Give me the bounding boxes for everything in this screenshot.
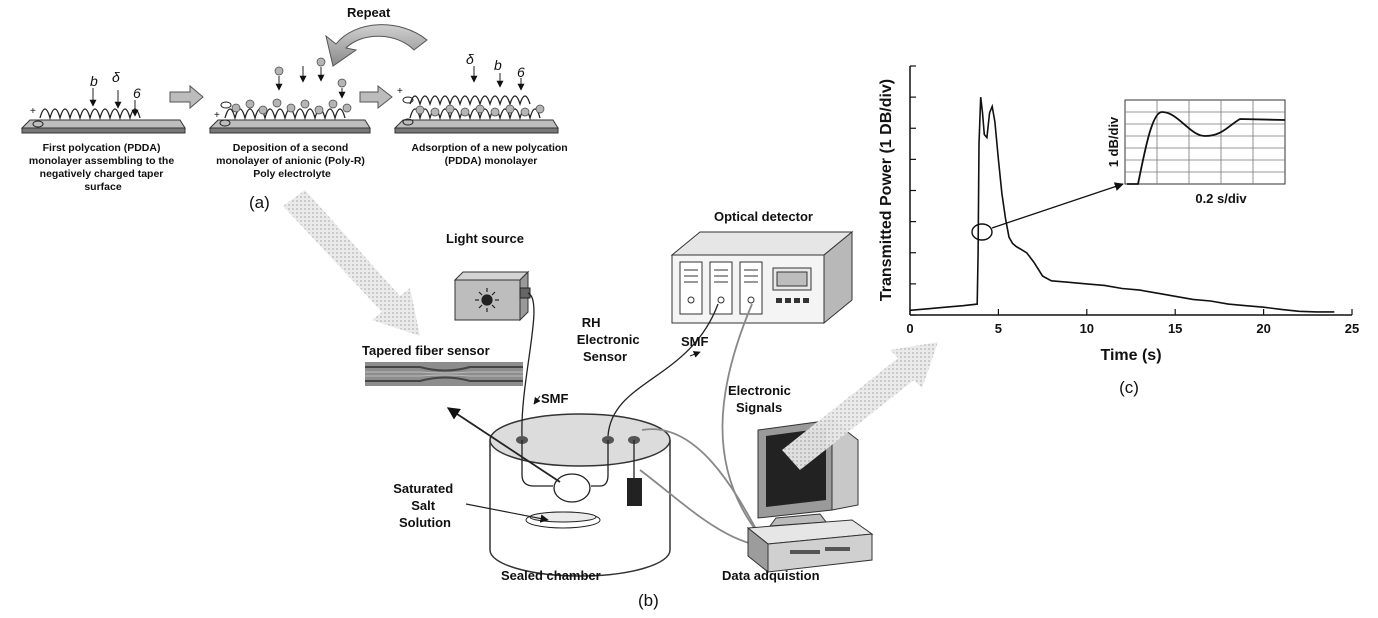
tapered-fiber-label: Tapered fiber sensor	[362, 343, 490, 358]
step3-caption: Adsorption of a new polycation (PDDA) mo…	[411, 142, 570, 167]
svg-text:+: +	[30, 106, 36, 117]
data-acquisition-label: Data adquistion	[722, 568, 820, 583]
svg-text:6: 6	[517, 64, 525, 80]
signal-cable-detector	[721, 303, 769, 546]
step2-caption: Deposition of a second monolayer of anio…	[216, 142, 368, 180]
zoom-arrow	[991, 182, 1124, 229]
tapered-fiber-image	[365, 362, 523, 386]
fiber-to-detector	[607, 303, 719, 437]
sealed-chamber	[489, 413, 671, 577]
step1-substrate: + b δ 6	[20, 69, 186, 134]
light-source-label: Light source	[446, 231, 524, 246]
inset-ylabel: 1 dB/div	[1106, 116, 1121, 167]
svg-text:+: +	[397, 86, 403, 97]
repeat-label: Repeat	[347, 5, 391, 20]
inset-chart: 1 dB/div 0.2 s/div	[1106, 99, 1286, 206]
flow-arrow-a-to-b	[283, 190, 420, 336]
x-tick-label: 25	[1345, 321, 1359, 336]
panel-a: Repeat + b δ 6 First polycation (PDDA) m…	[20, 5, 570, 212]
salt-pointer	[465, 503, 549, 523]
inset-xlabel: 0.2 s/div	[1195, 191, 1247, 206]
svg-text:+: +	[214, 110, 220, 121]
optical-detector-device	[670, 230, 854, 325]
svg-text:δ: δ	[112, 69, 120, 85]
fiber-light-source	[521, 292, 535, 437]
smf-right-label: SMF	[681, 334, 709, 349]
zoom-region-marker	[971, 223, 993, 241]
flow-arrow-b-to-c	[782, 342, 938, 470]
series-line	[909, 97, 1335, 313]
step1-caption: First polycation (PDDA) monolayer assemb…	[29, 142, 177, 193]
x-axis-label: Time (s)	[1100, 347, 1161, 364]
fiber-pointer	[446, 407, 561, 483]
step3-substrate: + δ b 6	[393, 51, 559, 134]
panel-b: Light source Optical detector	[362, 209, 874, 610]
saturated-salt-label: Saturated Salt Solution	[393, 481, 457, 530]
svg-text:b: b	[90, 73, 98, 89]
x-tick-label: 20	[1256, 321, 1270, 336]
chart-ticks: 0 5 10 15 20 25	[906, 321, 1359, 336]
svg-text:b: b	[494, 57, 502, 73]
panel-b-label: (b)	[638, 591, 659, 610]
signal-cable-chamber	[641, 428, 763, 541]
step-arrow-2	[359, 84, 393, 110]
y-axis-label: Transmitted Power (1 DB/div)	[878, 79, 895, 301]
rh-sensor-label: RH Electronic Sensor	[577, 315, 643, 364]
electronic-signals-label: Electronic Signals	[728, 383, 794, 415]
repeat-arrow	[325, 24, 428, 67]
svg-text:δ: δ	[466, 51, 474, 67]
panel-a-label: (a)	[249, 193, 270, 212]
light-source-device	[453, 270, 531, 322]
sun-icon	[475, 288, 499, 312]
optical-detector-label: Optical detector	[714, 209, 813, 224]
x-tick-label: 5	[995, 321, 1002, 336]
step-arrow-1	[169, 84, 204, 110]
sealed-chamber-label: Sealed chamber	[501, 568, 601, 583]
x-tick-label: 15	[1168, 321, 1182, 336]
chart-axes	[909, 65, 1353, 316]
svg-text:6: 6	[133, 85, 141, 101]
x-tick-label: 10	[1080, 321, 1094, 336]
step2-substrate: +	[208, 57, 371, 134]
panel-c-label: (c)	[1119, 378, 1139, 397]
x-tick-label: 0	[906, 321, 913, 336]
smf-left-label: SMF	[541, 391, 569, 406]
